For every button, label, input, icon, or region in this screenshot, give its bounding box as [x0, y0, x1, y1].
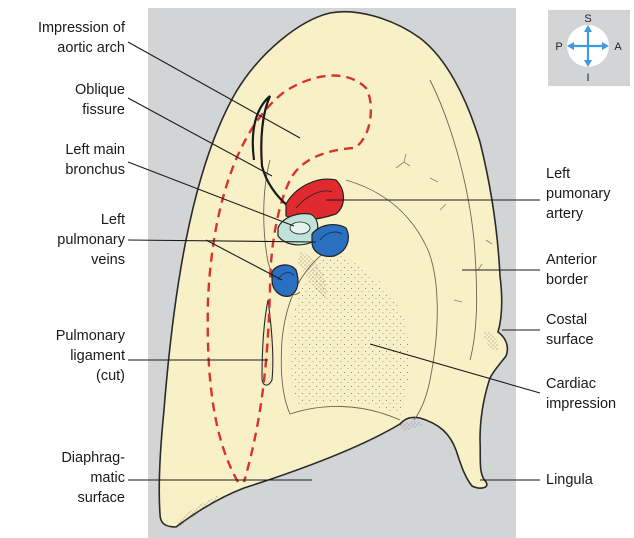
compass-superior: S	[584, 13, 591, 25]
compass-anterior: A	[614, 41, 622, 53]
orientation-compass: S I P A	[548, 10, 630, 86]
compass-posterior: P	[555, 41, 562, 53]
label-lingula: Lingula	[546, 470, 593, 490]
bronchus-lumen	[290, 222, 310, 234]
compass-inferior: I	[586, 72, 589, 84]
left-pulmonary-vein-lower	[272, 265, 298, 296]
